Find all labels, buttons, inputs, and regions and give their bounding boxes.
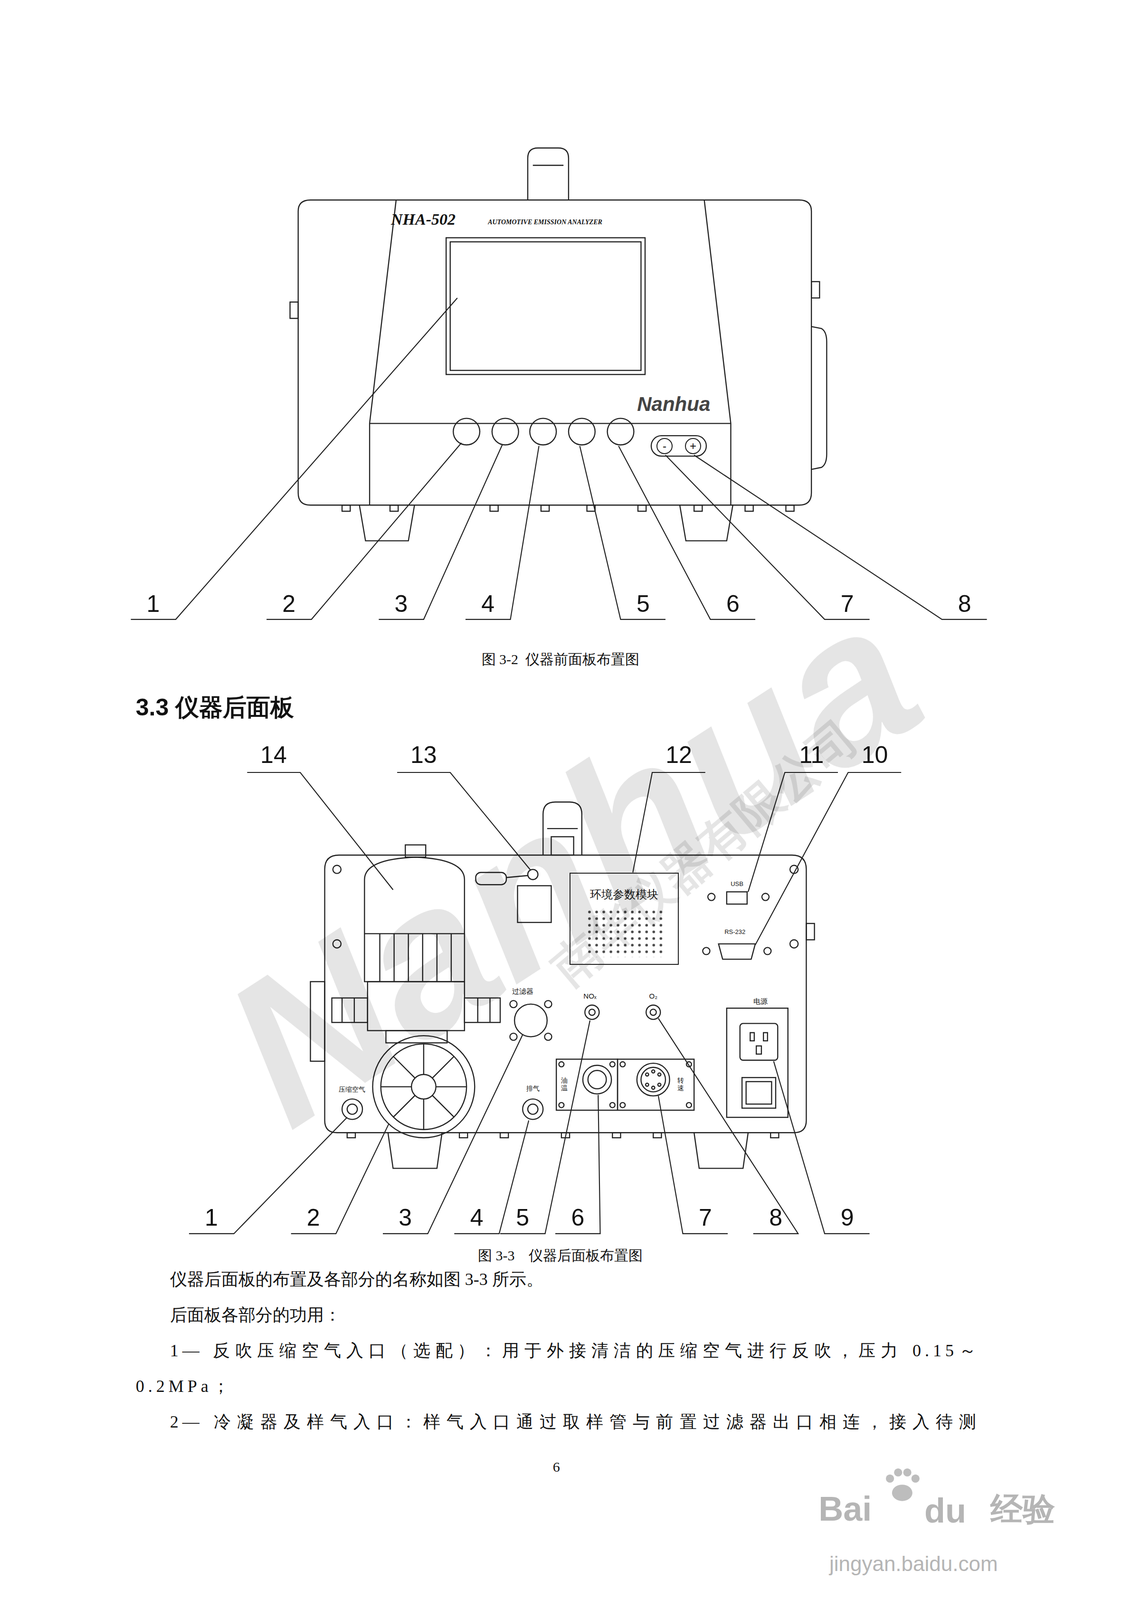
callout-number: 6 xyxy=(570,1204,585,1232)
callout-number: 9 xyxy=(840,1204,855,1232)
callout-number: 8 xyxy=(958,590,972,618)
port-label: 电源 xyxy=(753,997,768,1006)
module-panel: 环境参数模块 xyxy=(569,872,679,965)
front-leader-lines xyxy=(130,297,987,620)
front-panel-drawing xyxy=(290,147,827,541)
brand-logo: Nanhua xyxy=(636,392,711,416)
page-number: 6 xyxy=(552,1458,561,1476)
watermark: jingyan.baidu.com xyxy=(829,1551,998,1577)
node-text: - xyxy=(662,440,667,452)
watermark: 经验 xyxy=(990,1490,1055,1528)
callout-number: 2 xyxy=(306,1204,321,1232)
watermark: du xyxy=(924,1491,967,1531)
callout-number: 8 xyxy=(769,1204,783,1232)
callout-number: 7 xyxy=(698,1204,713,1232)
port-label: 排气 xyxy=(526,1084,540,1093)
body-text: 1— 反吹压缩空气入口（选配）：用于外接清洁的压缩空气进行反吹，压力 0.15～… xyxy=(135,1332,980,1405)
figure-caption: 图 3-3 仪器后面板布置图 xyxy=(477,1247,644,1265)
callout-number: 4 xyxy=(470,1204,484,1232)
body-text: 后面板各部分的功用： xyxy=(135,1297,980,1333)
port-label: O₂ xyxy=(649,992,658,1001)
paw-icon xyxy=(885,1468,920,1502)
callout-number: 14 xyxy=(260,741,287,770)
body-text: 2— 冷凝器及样气入口：样气入口通过取样管与前置过滤器出口相连，接入待测 xyxy=(135,1404,980,1440)
port-label: 油温 xyxy=(560,1076,568,1092)
port-label: RS-232 xyxy=(724,928,746,936)
figure-caption: 图 3-2 仪器前面板布置图 xyxy=(481,651,640,668)
node-text: 环境参数模块 xyxy=(589,887,659,902)
watermark: Bai xyxy=(818,1489,872,1529)
body-text: 仪器后面板的布置及各部分的名称如图 3-3 所示。 xyxy=(135,1261,980,1298)
plus-key: + xyxy=(684,437,702,455)
callout-number: 3 xyxy=(398,1204,412,1232)
watermark: Nanhua xyxy=(184,552,959,1172)
port-label: 转速 xyxy=(677,1076,685,1092)
section-heading: 3.3 仪器后面板 xyxy=(135,691,295,724)
callout-number: 1 xyxy=(146,590,160,618)
callout-number: 3 xyxy=(394,590,409,618)
minus-key: - xyxy=(656,437,673,455)
callout-number: 2 xyxy=(282,590,296,618)
callout-number: 1 xyxy=(204,1204,219,1232)
product-name: AUTOMOTIVE EMISSION ANALYZER xyxy=(487,218,603,227)
callout-number: 4 xyxy=(481,590,495,618)
model-name: NHA-502 xyxy=(390,209,456,229)
callout-number: 5 xyxy=(636,590,650,618)
callout-number: 5 xyxy=(515,1204,530,1232)
callout-number: 13 xyxy=(410,741,438,770)
node-text: + xyxy=(689,440,697,452)
